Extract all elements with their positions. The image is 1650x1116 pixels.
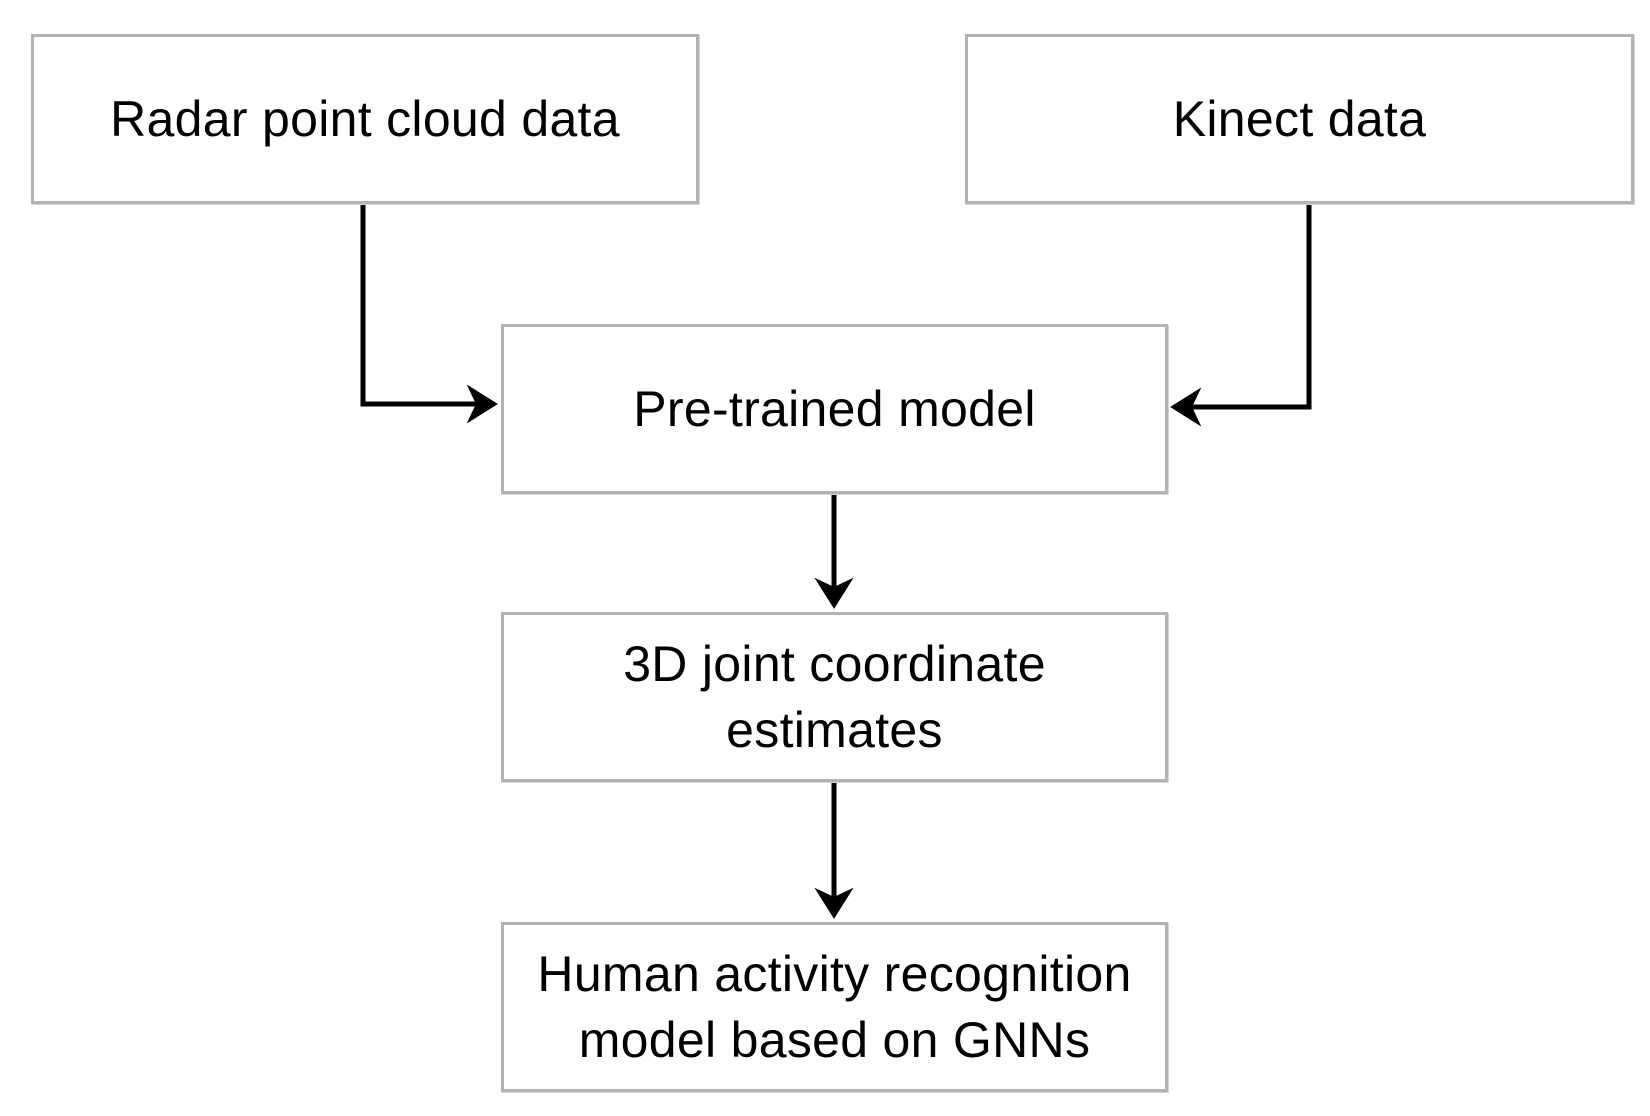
- node-radar-point-cloud-data: Radar point cloud data: [31, 34, 699, 204]
- edge-pretrained-to-joint: [814, 494, 854, 609]
- node-label: Radar point cloud data: [110, 91, 620, 147]
- node-3d-joint-coordinate-estimates: 3D joint coordinate estimates: [501, 612, 1168, 782]
- arrow-head-left: [1170, 387, 1202, 427]
- edge-joint-to-har: [814, 782, 854, 919]
- node-label: Kinect data: [1172, 91, 1427, 147]
- arrow-head-right: [466, 384, 498, 424]
- edge-radar-to-pretrained: [360, 204, 498, 424]
- arrow-head-down: [814, 887, 854, 919]
- node-kinect-data: Kinect data: [965, 34, 1634, 204]
- node-label: 3D joint coordinate estimates: [623, 636, 1046, 758]
- node-label: Human activity recognition model based o…: [537, 946, 1132, 1068]
- edge-kinect-to-pretrained: [1170, 204, 1312, 427]
- arrow-head-down: [814, 577, 854, 609]
- node-human-activity-recognition-model: Human activity recognition model based o…: [501, 922, 1168, 1092]
- node-label: Pre-trained model: [633, 381, 1036, 437]
- node-pre-trained-model: Pre-trained model: [501, 324, 1168, 494]
